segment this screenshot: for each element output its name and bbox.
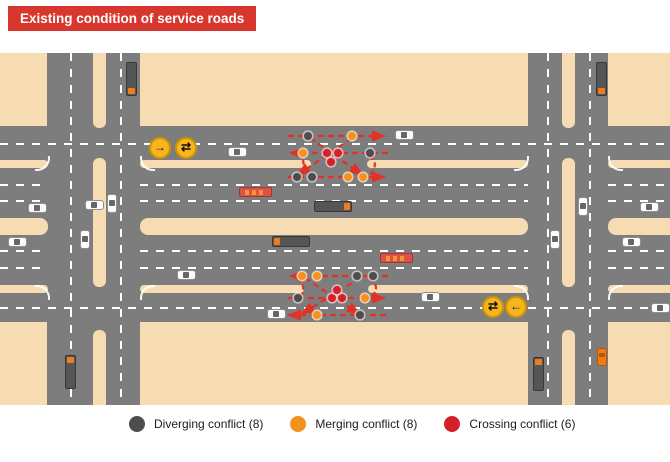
truck-vehicle (596, 62, 607, 96)
two-way-traffic-sign: ⇄ (482, 296, 504, 318)
corner-arc (608, 156, 623, 171)
lane-marking (70, 53, 72, 405)
legend-label: Merging conflict (8) (315, 417, 418, 431)
median-strip (368, 285, 528, 293)
car-vehicle (395, 130, 414, 140)
car-vehicle (578, 197, 588, 216)
lane-marking (0, 250, 47, 252)
one-way-left-sign: ← (505, 296, 527, 318)
lane-marking (608, 200, 670, 202)
legend-label: Diverging conflict (8) (154, 417, 264, 431)
median-pill (93, 330, 106, 405)
title-banner: Existing condition of service roads (8, 6, 257, 31)
lane-marking (0, 184, 47, 186)
crossing-conflict-dot-icon (444, 416, 461, 432)
car-vehicle (421, 292, 440, 302)
corner-arc (140, 285, 155, 300)
lane-marking (608, 250, 670, 252)
truck-cab (274, 238, 280, 245)
car-vehicle (228, 147, 247, 157)
van-vehicle (597, 348, 607, 366)
bus-windows (245, 190, 266, 195)
median-strip (608, 285, 670, 293)
truck-cab (535, 359, 542, 365)
legend: Diverging conflict (8) Merging conflict … (129, 416, 602, 432)
central-median (0, 218, 48, 235)
car-vehicle (550, 230, 560, 249)
truck-cab (598, 88, 605, 94)
truck-vehicle (65, 355, 76, 389)
truck-cab (128, 88, 135, 94)
diverging-conflict-dot-icon (129, 416, 145, 432)
median-pill (562, 53, 575, 128)
car-vehicle (267, 309, 286, 319)
car-vehicle (622, 237, 641, 247)
median-strip (367, 160, 528, 168)
median-pill (93, 53, 106, 128)
one-way-right-sign: → (149, 137, 171, 159)
truck-cab (344, 203, 350, 210)
car-vehicle (28, 203, 47, 213)
lane-marking (0, 143, 670, 145)
car-vehicle (651, 303, 670, 313)
median-strip (608, 160, 670, 168)
median-pill (562, 330, 575, 405)
car-vehicle (85, 200, 104, 210)
central-median (608, 218, 670, 235)
corner-arc (514, 285, 529, 300)
merging-conflict-dot-icon (290, 416, 307, 432)
median-pill (562, 158, 575, 287)
lane-marking (0, 267, 47, 269)
figure-title: Existing condition of service roads (20, 11, 245, 26)
legend-item-crossing: Crossing conflict (6) (444, 416, 575, 432)
bus-vehicle (380, 253, 413, 263)
central-median (140, 218, 528, 235)
legend-label: Crossing conflict (6) (469, 417, 576, 431)
lane-marking (140, 250, 528, 252)
median-pill (93, 158, 106, 287)
lane-marking (547, 53, 549, 405)
median-strip (0, 160, 48, 168)
lane-marking (140, 267, 528, 269)
two-way-traffic-sign: ⇄ (175, 137, 197, 159)
car-vehicle (80, 230, 90, 249)
lane-marking (0, 307, 670, 309)
lane-marking (608, 267, 670, 269)
lane-marking (0, 200, 47, 202)
legend-item-diverging: Diverging conflict (8) (129, 416, 263, 432)
corner-arc (35, 285, 50, 300)
corner-arc (140, 156, 155, 171)
legend-item-merging: Merging conflict (8) (290, 416, 417, 432)
lane-marking (120, 53, 122, 405)
bus-vehicle (239, 187, 272, 197)
car-vehicle (8, 237, 27, 247)
car-vehicle (107, 194, 117, 213)
bus-windows (386, 256, 407, 261)
median-strip (140, 285, 304, 293)
car-vehicle (177, 270, 196, 280)
truck-vehicle (272, 236, 310, 247)
truck-vehicle (126, 62, 137, 96)
lane-marking (140, 184, 528, 186)
median-strip (140, 160, 311, 168)
truck-cab (67, 357, 74, 363)
car-vehicle (640, 202, 659, 212)
truck-vehicle (533, 357, 544, 391)
lane-marking (589, 53, 591, 405)
truck-vehicle (314, 201, 352, 212)
corner-arc (608, 285, 623, 300)
lane-marking (608, 184, 670, 186)
median-strip (0, 285, 48, 293)
